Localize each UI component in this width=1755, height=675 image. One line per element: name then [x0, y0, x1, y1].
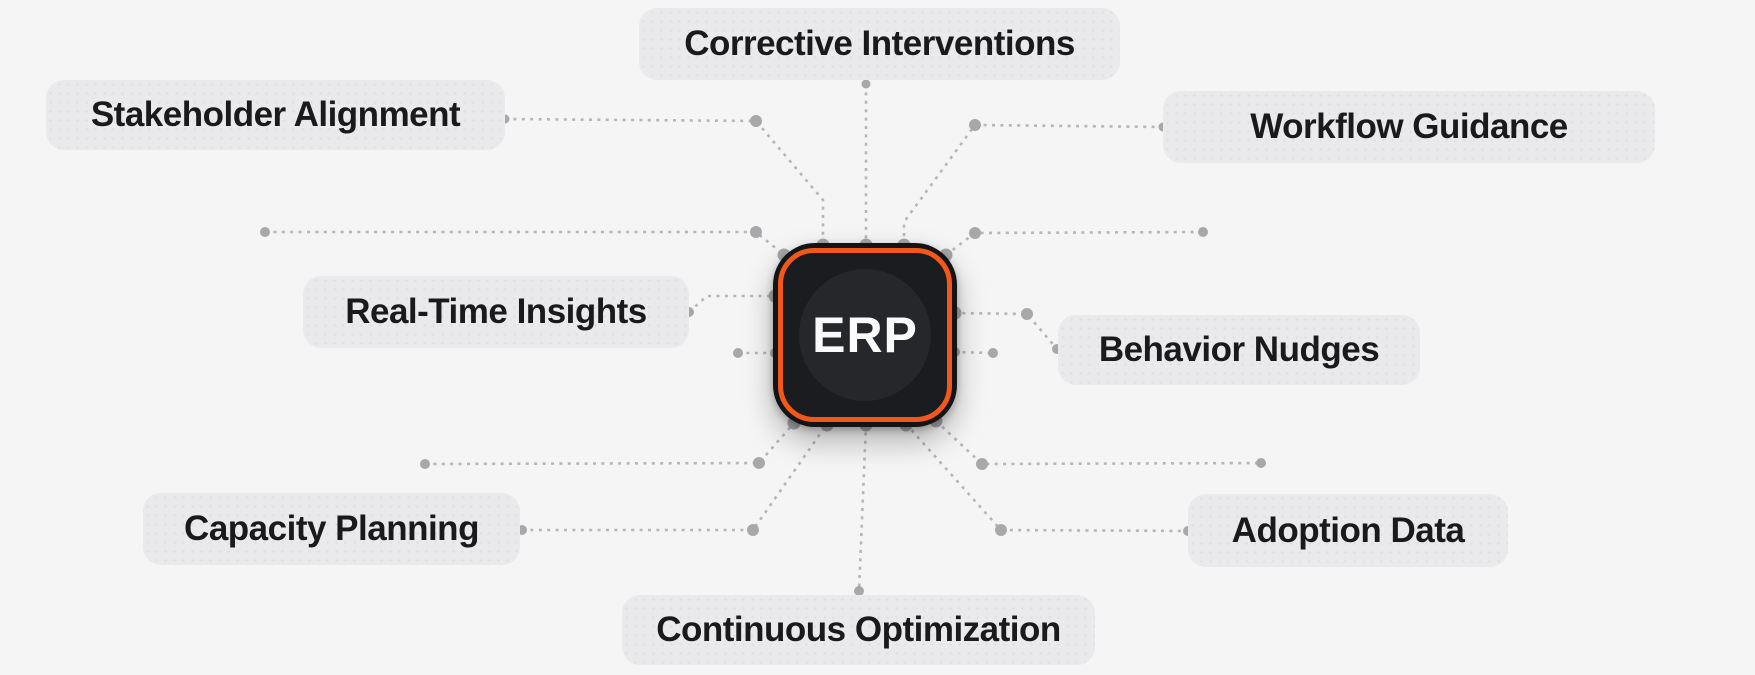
connector-stub-right-short	[950, 347, 998, 358]
node-workflow-guidance: Workflow Guidance	[1163, 91, 1655, 163]
node-label: Behavior Nudges	[1098, 330, 1380, 369]
node-corrective-interventions: Corrective Interventions	[639, 8, 1120, 80]
node-capacity-planning: Capacity Planning	[143, 493, 520, 565]
connector-stub-top-right	[939, 227, 1208, 262]
connector-capacity-planning	[517, 418, 834, 536]
node-label: Corrective Interventions	[684, 24, 1075, 63]
connector-stub-top-left	[260, 226, 791, 262]
node-stakeholder-alignment: Stakeholder Alignment	[46, 80, 505, 150]
node-label: Adoption Data	[1231, 510, 1465, 550]
node-label: Workflow Guidance	[1250, 107, 1568, 146]
node-behavior-nudges: Behavior Nudges	[1058, 315, 1420, 385]
connector-stub-bottom-right	[929, 414, 1266, 470]
hub-inner-circle	[799, 269, 931, 401]
connector-behavior-nudges	[948, 306, 1062, 354]
node-real-time-insights: Real-Time Insights	[303, 276, 689, 348]
connector-adoption-data	[899, 418, 1193, 536]
hub-orange-ring: ERP	[778, 248, 952, 422]
node-adoption-data: Adoption Data	[1188, 494, 1508, 567]
connector-stub-bottom-left	[420, 416, 801, 469]
hub-label: ERP	[812, 307, 918, 363]
connector-continuous-optimization	[854, 418, 873, 596]
node-label: Real-Time Insights	[345, 292, 647, 331]
node-label: Stakeholder Alignment	[90, 95, 461, 134]
node-continuous-optimization: Continuous Optimization	[622, 595, 1095, 665]
hub-erp: ERP	[773, 243, 957, 427]
connector-corrective-interventions	[859, 79, 873, 252]
connector-stakeholder-alignment	[500, 114, 830, 252]
node-label: Continuous Optimization	[656, 610, 1061, 649]
connector-real-time-insights	[684, 289, 782, 317]
node-label: Capacity Planning	[184, 509, 479, 548]
